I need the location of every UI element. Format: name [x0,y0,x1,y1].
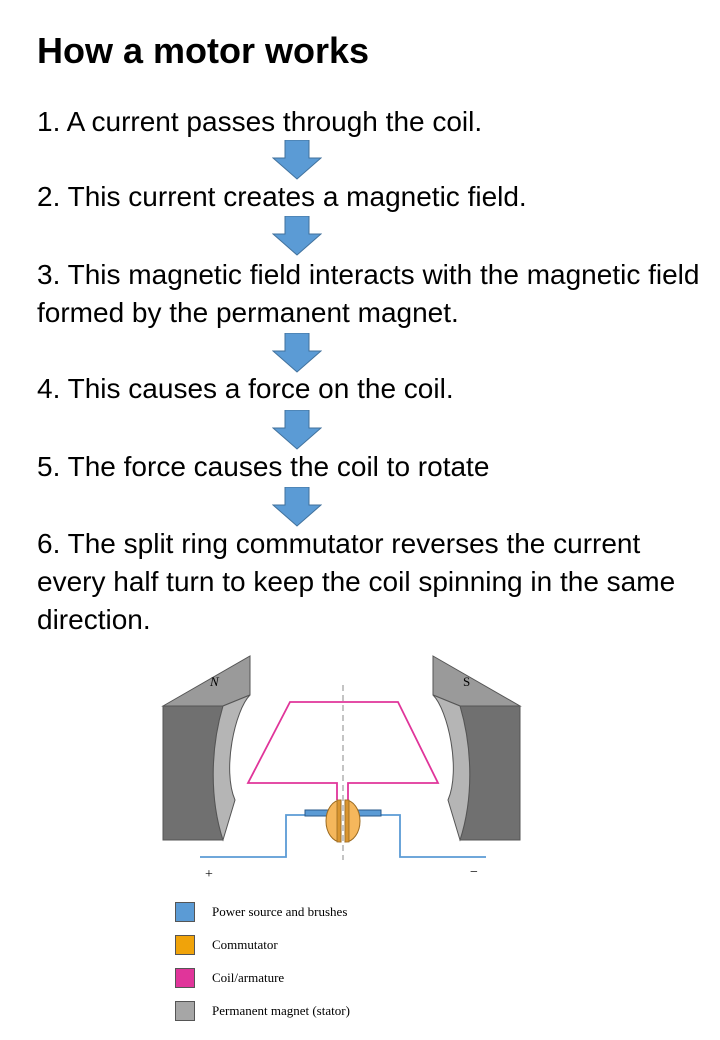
legend-item-magnet: Permanent magnet (stator) [175,1001,475,1023]
plus-label: + [205,867,213,882]
south-magnet: S [432,655,522,842]
south-label: S [463,674,470,689]
step-2: 2. This current creates a magnetic field… [37,181,527,212]
step-4: 4. This causes a force on the coil. [37,373,454,404]
step-1: 1. A current passes through the coil. [37,106,483,137]
page-title: How a motor works [37,30,370,71]
minus-label: − [470,865,478,880]
legend-item-coil: Coil/armature [175,968,475,990]
down-arrow-icon [272,487,322,527]
legend-swatch [175,902,195,922]
legend-label: Permanent magnet (stator) [212,1003,350,1018]
legend-swatch [175,935,195,955]
step-5: 5. The force causes the coil to rotate [37,451,490,482]
down-arrow-icon [272,140,322,180]
down-arrow-icon [272,333,322,373]
north-magnet: N [161,655,251,842]
legend-swatch [175,968,195,988]
legend-swatch [175,1001,195,1021]
legend-label: Coil/armature [212,970,285,985]
down-arrow-icon [272,216,322,256]
power-source-wires [200,814,486,858]
down-arrow-icon [272,410,322,450]
legend-label: Commutator [212,937,278,952]
commutator [325,799,361,843]
step-6: 6. The split ring commutator reverses th… [37,528,676,635]
north-label: N [209,674,220,689]
legend-item-commutator: Commutator [175,935,475,957]
coil-armature [246,701,440,800]
motor-diagram: N S + − [161,655,522,882]
step-3: 3. This magnetic field interacts with th… [37,259,700,328]
legend-item-power: Power source and brushes [175,902,475,924]
legend-label: Power source and brushes [212,904,348,919]
